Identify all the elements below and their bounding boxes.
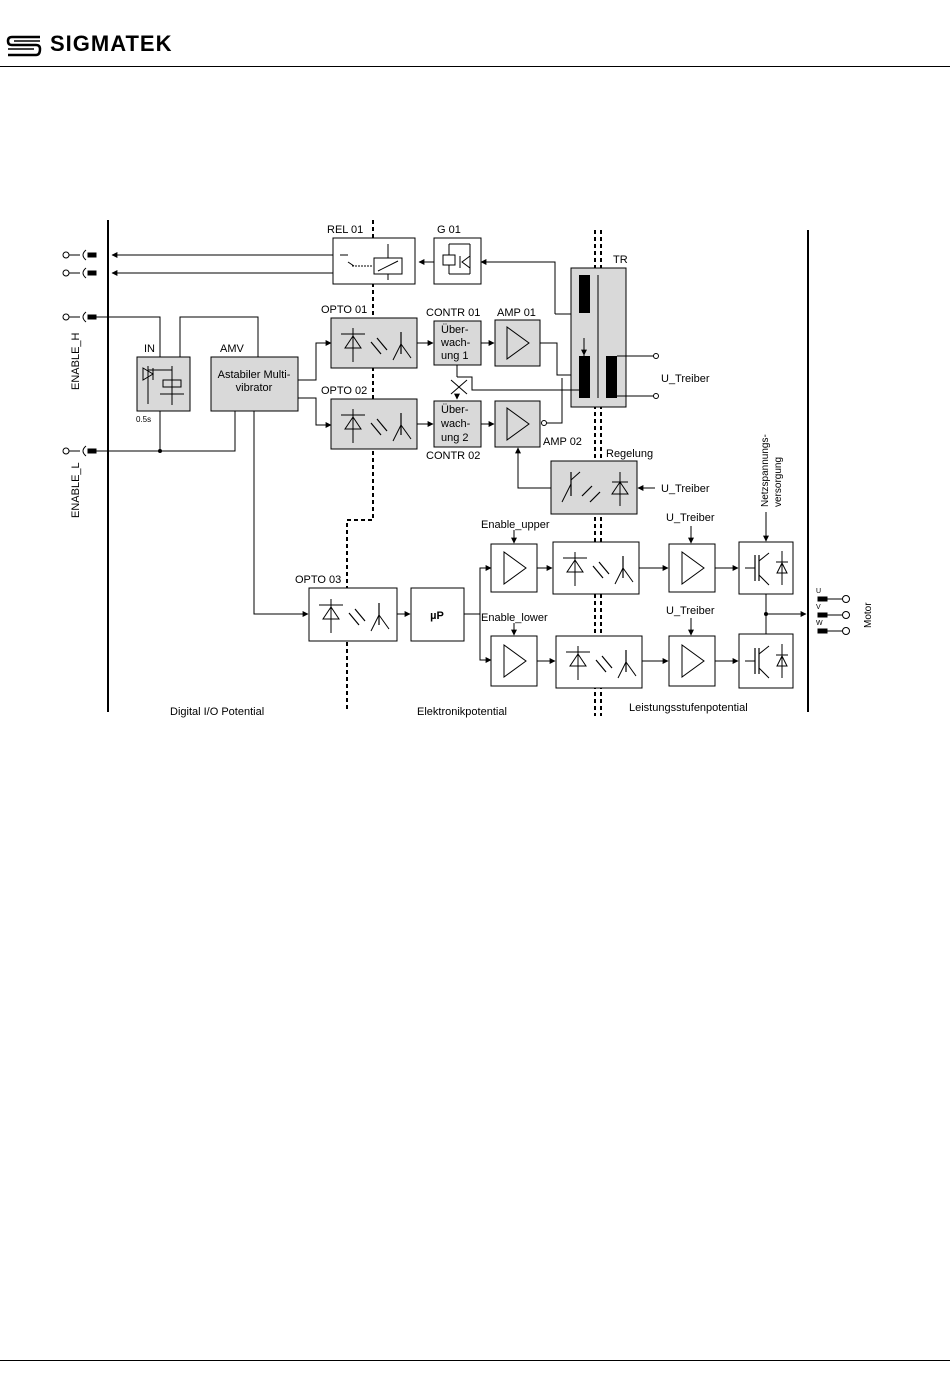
contr02-label: CONTR 02 — [426, 450, 480, 462]
ueb1-line3: ung 1 — [441, 350, 469, 362]
contr02-block — [433, 400, 482, 448]
opto02-block — [330, 398, 418, 450]
rel01-label: REL 01 — [327, 224, 363, 236]
amv-label: AMV — [220, 343, 245, 355]
amv-text-1: Astabiler Multi- — [218, 369, 291, 381]
upper-driver-amp — [490, 543, 538, 593]
ueb2-line1: Über- — [441, 404, 469, 416]
lower-driver-amp — [490, 635, 538, 687]
g01-label: G 01 — [437, 224, 461, 236]
u-treiber-bottom-label: U_Treiber — [666, 605, 715, 617]
u-treiber-top-label: U_Treiber — [666, 512, 715, 524]
upper-optocoupler — [552, 541, 640, 595]
in-label: IN — [144, 343, 155, 355]
lower-optocoupler — [555, 635, 643, 689]
zone-digital-label: Digital I/O Potential — [170, 706, 264, 718]
g01-block — [433, 237, 482, 285]
opto03-block — [308, 587, 398, 642]
phase-v-label: V — [816, 604, 821, 611]
page-header: SIGMATEK — [0, 0, 950, 68]
enable-upper-label: Enable_upper — [481, 519, 550, 531]
amv-text-2: vibrator — [236, 382, 273, 394]
amv-block — [210, 356, 299, 412]
upper-gate-driver — [668, 543, 716, 593]
phase-u-label: U — [816, 588, 821, 595]
u-treiber-regelung-label: U_Treiber — [661, 483, 710, 495]
in-block — [136, 356, 191, 412]
netz-label-1: Netzspannungs- — [760, 434, 771, 507]
footer-divider — [0, 1360, 950, 1361]
amp01-block — [494, 319, 541, 367]
zone-leistung-label: Leistungsstufenpotential — [629, 702, 748, 714]
tr-label: TR — [613, 254, 628, 266]
enable-lower-label: Enable_lower — [481, 612, 548, 624]
netz-label-2: versorgung — [773, 457, 784, 507]
opto02-label: OPTO 02 — [321, 385, 367, 397]
amp01-label: AMP 01 — [497, 307, 536, 319]
ueb1-line1: Über- — [441, 324, 469, 336]
regelung-label: Regelung — [606, 448, 653, 460]
zone-elektronik-label: Elektronikpotential — [417, 706, 507, 718]
brand-name: SIGMATEK — [50, 31, 173, 56]
ueb1-line2: wach- — [440, 337, 471, 349]
opto01-block — [330, 317, 418, 369]
opto01-label: OPTO 01 — [321, 304, 367, 316]
amp02-label: AMP 02 — [543, 436, 582, 448]
in-time-label: 0.5s — [136, 415, 151, 424]
sigmatek-logo-icon — [6, 35, 42, 57]
phase-w-label: W — [816, 620, 823, 627]
motor-label: Motor — [863, 602, 874, 628]
amp02-block — [494, 400, 541, 448]
ueb2-line3: ung 2 — [441, 432, 469, 444]
input-terminals — [62, 249, 97, 457]
header-divider — [0, 66, 950, 67]
contr01-block — [433, 320, 482, 366]
ueb2-line2: wach- — [440, 418, 471, 430]
regelung-block — [550, 460, 638, 515]
opto03-label: OPTO 03 — [295, 574, 341, 586]
u-treiber-tr-label: U_Treiber — [661, 373, 710, 385]
lower-gate-driver — [668, 635, 716, 687]
microprocessor-label: µP — [430, 610, 444, 622]
enable-h-label: ENABLE_H — [70, 332, 82, 390]
motor-terminals — [817, 595, 850, 635]
contr01-label: CONTR 01 — [426, 307, 480, 319]
enable-l-label: ENABLE_L — [70, 462, 82, 518]
